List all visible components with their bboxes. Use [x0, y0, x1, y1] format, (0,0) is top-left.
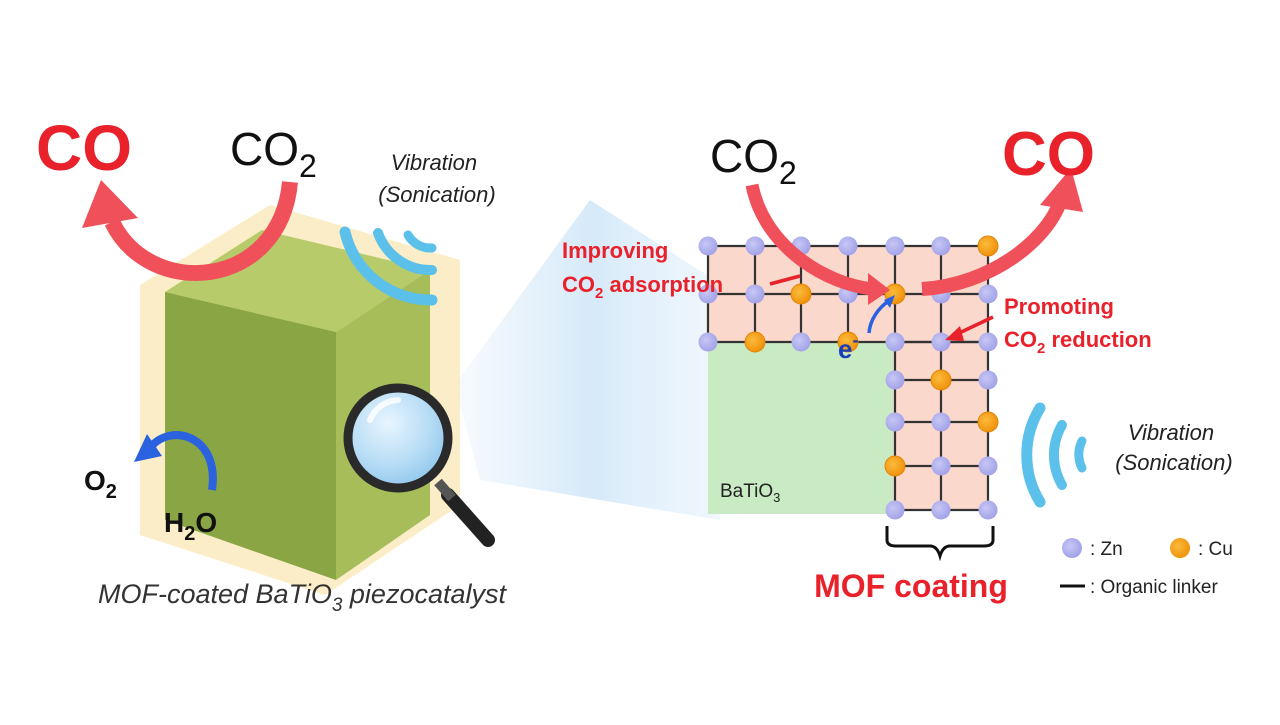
electron-arrow	[867, 295, 895, 334]
zn-node	[745, 284, 765, 304]
zn-node	[931, 412, 951, 432]
legend-zn-marker	[1062, 538, 1082, 558]
cu-node	[790, 283, 812, 305]
left-reaction-arrow	[82, 180, 298, 281]
zn-node	[931, 332, 951, 352]
cube-top-face	[165, 230, 430, 332]
legend-cu-label: : Cu	[1198, 539, 1233, 560]
zn-node	[931, 500, 951, 520]
left-reactant-co2: CO2	[230, 123, 317, 184]
zn-node	[698, 236, 718, 256]
zn-node	[885, 370, 905, 390]
zn-node	[698, 332, 718, 352]
right-vibration-label: Vibration (Sonication)	[1115, 420, 1232, 475]
mof-coating-label: MOF coating	[814, 568, 1008, 604]
legend: : Zn : Cu : Organic linker	[1060, 538, 1233, 598]
right-product-co: CO	[1002, 120, 1095, 189]
zn-node	[838, 236, 858, 256]
water-label: H2O	[164, 507, 217, 545]
left-caption: MOF-coated BaTiO3 piezocatalyst	[98, 579, 507, 616]
magnifier-icon	[343, 383, 495, 547]
pointer-arrows	[769, 274, 994, 341]
cu-node	[744, 331, 766, 353]
zn-node	[978, 284, 998, 304]
vibration-waves-left	[339, 226, 438, 306]
mof-brace	[885, 526, 995, 562]
left-vibration-label: Vibration (Sonication)	[378, 150, 495, 207]
cu-node	[977, 235, 999, 257]
batio3-substrate	[708, 342, 893, 514]
cu-node	[884, 455, 906, 477]
zn-node	[931, 236, 951, 256]
promoting-reduction-label: Promoting CO2 reduction	[1004, 294, 1152, 357]
legend-linker-label: : Organic linker	[1090, 577, 1218, 598]
right-reactant-co2: CO2	[710, 130, 797, 191]
zn-node	[885, 236, 905, 256]
improving-adsorption-label: Improving CO2 adsorption	[562, 238, 723, 302]
zn-node	[791, 332, 811, 352]
electron-label: e-	[838, 330, 858, 364]
mof-nodes	[698, 235, 999, 520]
mof-coated-cube	[140, 205, 460, 595]
left-product-co: CO	[36, 112, 132, 184]
legend-zn-label: : Zn	[1090, 539, 1123, 560]
cu-node	[977, 411, 999, 433]
zn-node	[698, 284, 718, 304]
zn-node	[885, 332, 905, 352]
cube-front-face	[165, 292, 336, 580]
cu-node	[837, 331, 859, 353]
zn-node	[978, 500, 998, 520]
zn-node	[885, 500, 905, 520]
zoom-beam	[455, 200, 730, 520]
cu-node	[930, 369, 952, 391]
vibration-waves-right	[1021, 402, 1087, 508]
batio3-label: BaTiO3	[720, 481, 780, 505]
zn-node	[931, 456, 951, 476]
zn-node	[885, 412, 905, 432]
right-reaction-arrow	[745, 168, 1083, 305]
zn-node	[978, 332, 998, 352]
oxygen-label: O2	[84, 465, 117, 503]
water-oxidation-arrow	[134, 431, 217, 491]
zn-node	[978, 456, 998, 476]
legend-cu-marker	[1170, 538, 1190, 558]
zn-node	[745, 236, 765, 256]
zn-node	[978, 370, 998, 390]
